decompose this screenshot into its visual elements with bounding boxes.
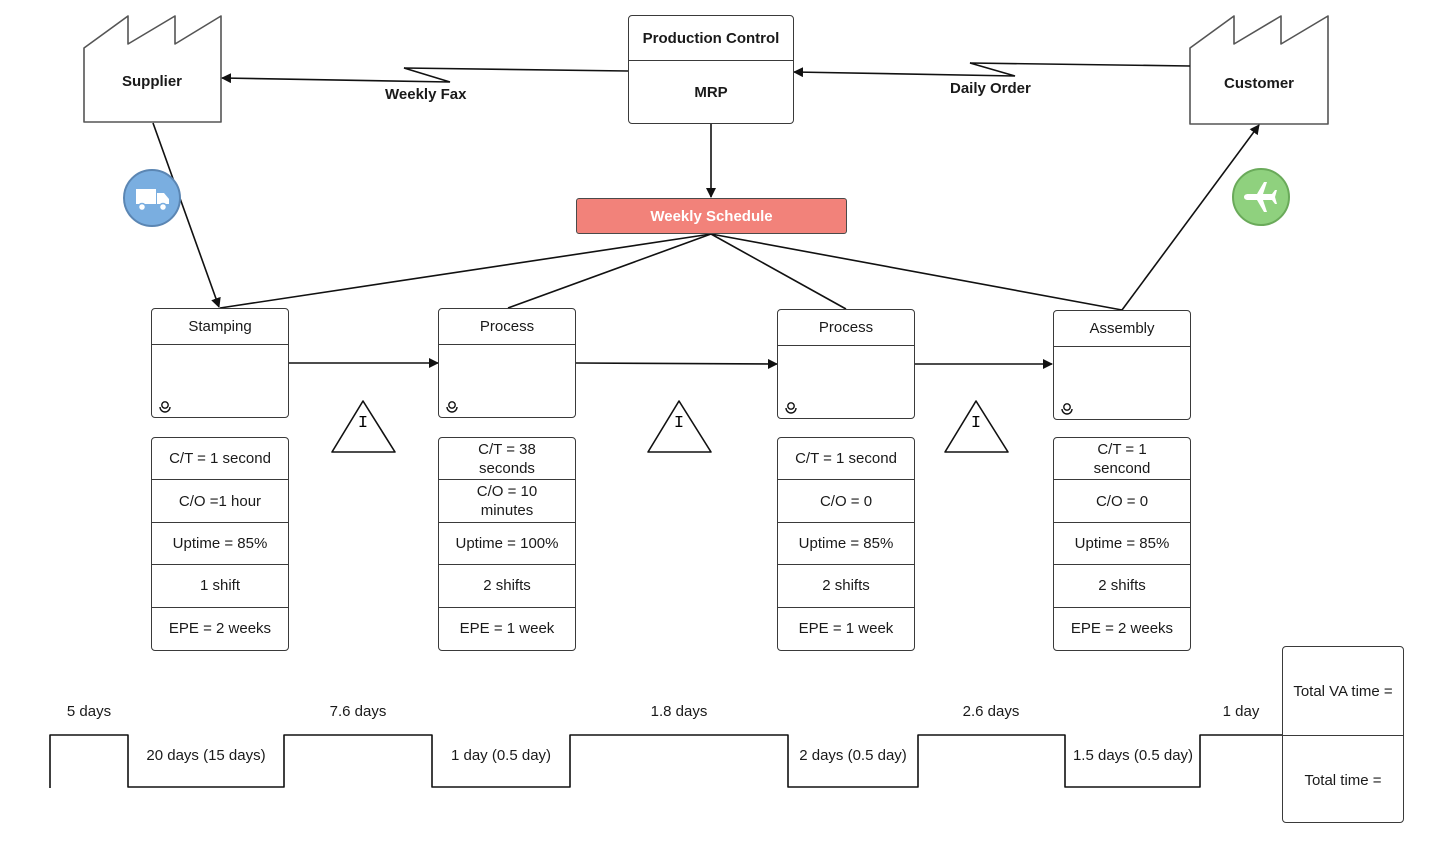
production-control-box: Production Control MRP	[628, 15, 794, 124]
changeover-cell: C/O = 10 minutes	[439, 480, 575, 523]
epe-cell: EPE = 1 week	[798, 620, 894, 638]
supplier-factory-shape	[83, 15, 222, 123]
uptime-cell: Uptime = 85%	[778, 523, 914, 566]
weekly-fax-flow	[221, 67, 629, 84]
timeline-process-4: 1.5 days (0.5 day)	[1072, 747, 1194, 764]
shifts-cell: 2 shifts	[439, 565, 575, 608]
weekly-fax-label: Weekly Fax	[385, 86, 467, 103]
daily-order-flow	[793, 62, 1191, 78]
timeline-wait-3: 1.8 days	[650, 703, 708, 720]
process-box-assembly: Assembly	[1053, 310, 1191, 420]
operator-icon	[159, 401, 171, 413]
process-title: Process	[778, 310, 914, 346]
inventory-label-2: I	[674, 414, 684, 433]
schedule-fan-lines	[219, 233, 1123, 311]
timeline-process-3: 2 days (0.5 day)	[799, 747, 907, 764]
shifts-cell: 2 shifts	[778, 565, 914, 608]
airplane-icon	[1232, 168, 1290, 226]
timeline-process-1: 20 days (15 days)	[146, 747, 266, 764]
changeover-cell: C/O =1 hour	[152, 480, 288, 523]
total-va-time: Total VA time =	[1283, 647, 1403, 736]
epe-cell: EPE = 2 weeks	[168, 620, 272, 638]
push-arrow-2	[575, 358, 778, 369]
truck-icon	[123, 169, 181, 227]
operator-icon	[1061, 403, 1073, 415]
customer-shipment-arrow	[1121, 124, 1260, 311]
daily-order-label: Daily Order	[950, 80, 1031, 97]
uptime-cell: Uptime = 100%	[439, 523, 575, 566]
customer-label: Customer	[1224, 75, 1295, 92]
inventory-triangle-2	[647, 400, 712, 453]
shifts-cell: 1 shift	[152, 565, 288, 608]
process-box-2: Process	[438, 308, 576, 418]
timeline-wait-2: 7.6 days	[329, 703, 387, 720]
inventory-label-3: I	[971, 414, 981, 433]
cycle-time-cell: C/T = 1 second	[152, 438, 288, 481]
inventory-label-1: I	[358, 414, 368, 433]
epe-cell: EPE = 2 weeks	[1070, 620, 1174, 638]
production-control-title: Production Control	[629, 16, 793, 61]
uptime-cell: Uptime = 85%	[152, 523, 288, 566]
timeline-wait-1: 5 days	[66, 703, 112, 720]
cycle-time-cell: C/T = 1 sencond	[1054, 438, 1190, 481]
data-box-assembly: C/T = 1 sencond C/O = 0 Uptime = 85% 2 s…	[1053, 437, 1191, 651]
weekly-schedule-box: Weekly Schedule	[576, 198, 847, 234]
total-time: Total time =	[1304, 771, 1382, 789]
customer-factory-shape	[1189, 15, 1329, 125]
epe-cell: EPE = 1 week	[459, 620, 555, 638]
shifts-cell: 2 shifts	[1054, 565, 1190, 608]
operator-icon	[785, 402, 797, 414]
timeline-ladder	[49, 734, 1282, 788]
timeline-wait-5: 1 day	[1222, 703, 1260, 720]
timeline-wait-4: 2.6 days	[962, 703, 1020, 720]
process-title: Assembly	[1054, 311, 1190, 347]
mrp-label: MRP	[694, 84, 728, 101]
cycle-time-cell: C/T = 38 seconds	[439, 438, 575, 481]
supplier-shipment-arrow	[152, 122, 221, 308]
changeover-cell: C/O = 0	[1054, 480, 1190, 523]
supplier-label: Supplier	[122, 73, 183, 90]
data-box-stamping: C/T = 1 second C/O =1 hour Uptime = 85% …	[151, 437, 289, 651]
data-box-2: C/T = 38 seconds C/O = 10 minutes Uptime…	[438, 437, 576, 651]
inventory-triangle-1	[331, 400, 396, 453]
process-box-3: Process	[777, 309, 915, 419]
totals-box: Total VA time = Total time =	[1282, 646, 1404, 823]
cycle-time-cell: C/T = 1 second	[778, 438, 914, 481]
operator-icon	[446, 401, 458, 413]
uptime-cell: Uptime = 85%	[1054, 523, 1190, 566]
changeover-cell: C/O = 0	[778, 480, 914, 523]
process-title: Process	[439, 309, 575, 345]
process-title: Stamping	[152, 309, 288, 345]
inventory-triangle-3	[944, 400, 1009, 453]
timeline-process-2: 1 day (0.5 day)	[450, 747, 552, 764]
data-box-3: C/T = 1 second C/O = 0 Uptime = 85% 2 sh…	[777, 437, 915, 651]
process-box-stamping: Stamping	[151, 308, 289, 418]
